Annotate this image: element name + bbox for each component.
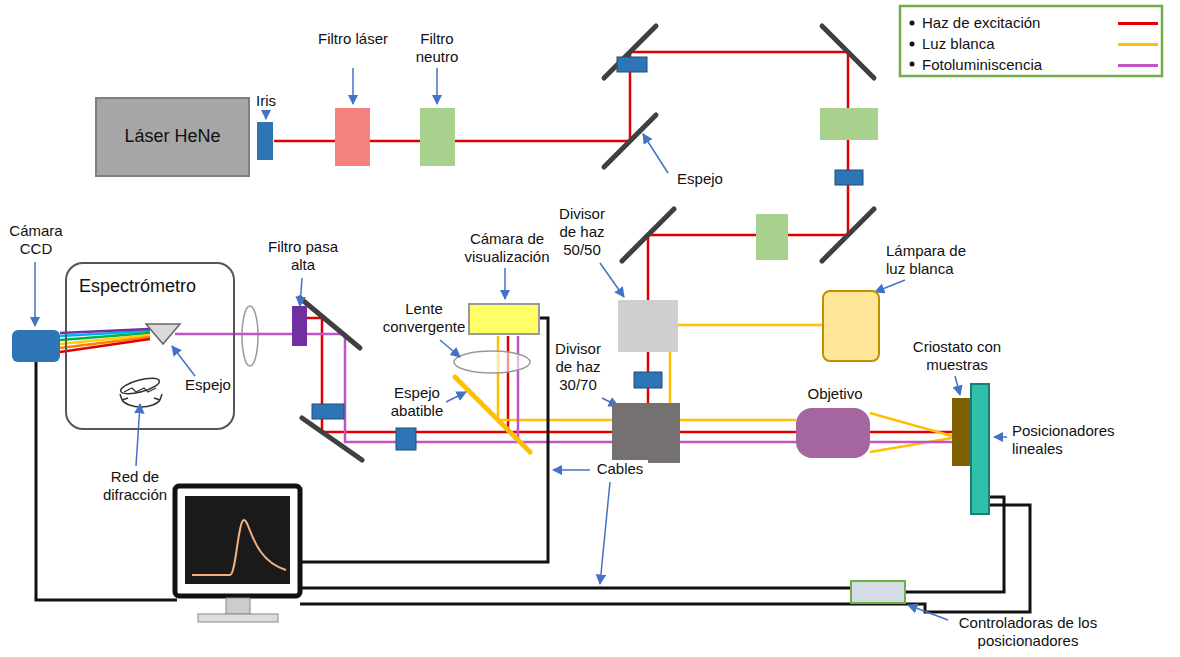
part-label: Filtro neutro: [400, 30, 474, 66]
part-label: Cámara de visualización: [442, 230, 572, 266]
legend-swatch: [1118, 64, 1158, 67]
ccd-camera: Cámara CCD: [12, 330, 60, 362]
part-label: Cámara CCD: [4, 222, 68, 258]
beam-splitter: Divisor de haz 30/70: [612, 403, 680, 463]
part-label: Filtro pasa alta: [262, 238, 344, 274]
legend-text: Haz de excitación: [922, 14, 1040, 32]
flip-mirror-label: Espejo abatible: [386, 384, 448, 420]
legend-text: Fotoluminiscencia: [922, 56, 1042, 74]
viewing-camera: Cámara de visualización: [468, 303, 540, 335]
part-label: Criostato con muestras: [905, 338, 1009, 374]
laser-box: Láser HeNe: [95, 97, 250, 177]
part-label: Controladoras de los posicionadores: [952, 614, 1104, 650]
spectrometer-box: Espectrómetro: [65, 262, 235, 430]
white-lamp: Lámpara de luz blanca: [822, 290, 880, 362]
neutral-filter: Filtro neutro: [420, 108, 455, 166]
small-optics: [312, 57, 878, 450]
part-label: Filtro láser: [316, 30, 390, 48]
white-light: [498, 325, 952, 452]
part-label: Posicionadores lineales: [1012, 422, 1124, 458]
spectrometer-optics: [60, 306, 258, 407]
part-label: Divisor de haz 30/70: [546, 340, 610, 394]
cables-label: Cables: [592, 460, 648, 478]
cryostat: Criostato con muestras: [952, 398, 970, 466]
legend-text: Luz blanca: [922, 35, 995, 53]
node-text: Láser HeNe: [124, 126, 220, 148]
cables: [36, 318, 1030, 612]
converging-lens: [454, 351, 530, 373]
legend-frame: [900, 6, 1162, 76]
part-label: Divisor de haz 50/50: [550, 205, 614, 259]
part-label: Objetivo: [790, 385, 880, 403]
iris: Iris: [257, 122, 273, 160]
excitation-beam: [274, 52, 952, 432]
mirrors: [300, 26, 874, 460]
laser-filter: Filtro láser: [335, 108, 370, 166]
flip-mirror: [455, 377, 530, 452]
objective-lens: Objetivo: [796, 408, 870, 458]
mirror-label: Espejo: [183, 376, 233, 394]
legend-swatch: [1118, 22, 1158, 25]
leader-arrows: [35, 68, 1007, 620]
part-label: Iris: [244, 92, 288, 110]
computer-monitor: [175, 486, 300, 622]
highpass-filter: Filtro pasa alta: [292, 306, 307, 346]
positioner-controller: Controladoras de los posicionadores: [850, 580, 906, 604]
legend-swatch: [1118, 43, 1158, 46]
lens-label: Lente convergente: [382, 300, 466, 336]
linear-positioner: Posicionadores lineales: [970, 383, 990, 515]
mirror-label: Espejo: [670, 170, 730, 188]
legend-bullets: [910, 21, 915, 67]
grating-label: Red de difracción: [95, 468, 175, 504]
node-text: Espectrómetro: [79, 276, 196, 298]
part-label: Lámpara de luz blanca: [886, 242, 982, 278]
beam-splitter: Divisor de haz 50/50: [618, 300, 678, 352]
